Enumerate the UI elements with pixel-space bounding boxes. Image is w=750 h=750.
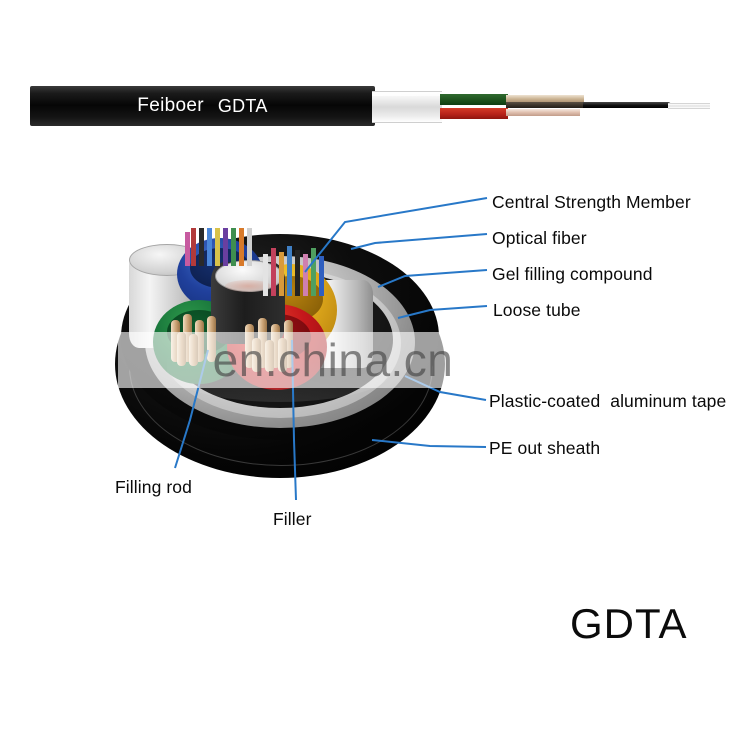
- label-plastic-coated-aluminum-tape: Plastic-coated aluminum tape: [489, 391, 727, 411]
- label-filling-rod: Filling rod: [115, 477, 192, 497]
- loose-tube-green: [440, 94, 508, 105]
- loose-tube-red: [440, 108, 508, 119]
- fiber-strand-black: [583, 102, 671, 108]
- label-loose-tube: Loose tube: [488, 300, 581, 320]
- optical-fiber-beige: [506, 95, 584, 103]
- optical-fiber-tan: [506, 109, 580, 116]
- cable-photograph: Feiboer GDTA: [0, 78, 750, 138]
- model-name: GDTA: [217, 95, 268, 116]
- cable-print-text: Feiboer GDTA: [30, 86, 375, 126]
- label-optical-fiber: Optical fiber: [492, 228, 587, 248]
- watermark-text: en.china.cn: [212, 334, 454, 386]
- leader-loose-tube: [397, 305, 488, 319]
- model-designation: GDTA: [570, 600, 688, 647]
- optical-fiber-dark: [506, 102, 586, 108]
- cable-jacket-black: [30, 86, 375, 126]
- label-filler: Filler: [273, 509, 312, 529]
- inner-white-jacket: [372, 91, 442, 123]
- label-central-strength-member: Central Strength Member: [492, 192, 691, 212]
- label-pe-out-sheath: PE out sheath: [489, 438, 601, 458]
- watermark-band: [118, 332, 548, 388]
- leader-optical-fiber: [350, 233, 488, 250]
- gel-filling-compound-spot: [225, 280, 271, 292]
- leader-gel-filling-compound: [377, 269, 488, 288]
- label-gel-filling-compound: Gel filling compound: [492, 264, 653, 284]
- leader-central-strength-member: [304, 197, 488, 273]
- brand-name: Feiboer: [137, 95, 204, 116]
- fiber-strand-clear: [668, 103, 710, 109]
- leader-pe-out-sheath: [371, 439, 487, 448]
